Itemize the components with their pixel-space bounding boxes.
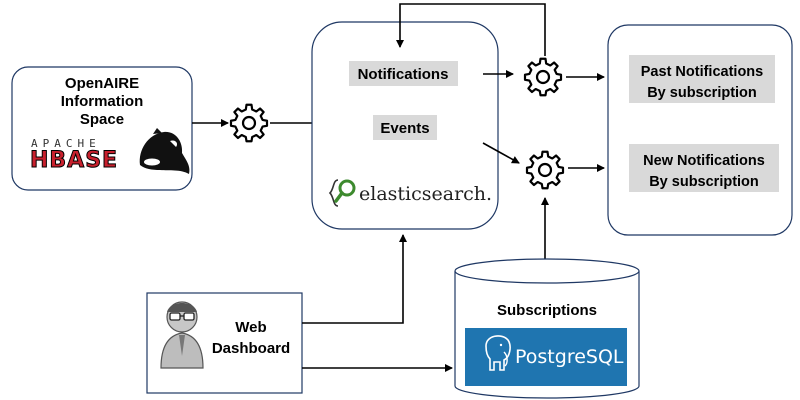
notifications-label-bg xyxy=(349,61,458,86)
events-label: Events xyxy=(380,120,429,137)
new-notifications-line1: New Notifications xyxy=(643,153,765,169)
events-label-bg xyxy=(373,115,437,140)
user-avatar-icon xyxy=(160,301,204,369)
arrow-loop-to-notifications xyxy=(396,3,546,56)
elasticsearch-text: elasticsearch. xyxy=(359,183,492,205)
magnifier-icon xyxy=(334,179,356,203)
gear-icon xyxy=(229,103,269,143)
openaire-label-line1: OpenAIRE xyxy=(65,75,139,92)
gear-icon xyxy=(525,150,565,190)
new-notifications-line2: By subscription xyxy=(649,174,759,190)
arrow-dashboard-to-broker xyxy=(302,234,407,324)
past-notifications-bg xyxy=(629,55,775,103)
gear-icon xyxy=(523,57,563,97)
dashboard-label-line2: Dashboard xyxy=(212,340,290,357)
new-notifications-bg xyxy=(629,144,779,192)
elephant-icon xyxy=(485,335,511,371)
orca-icon xyxy=(139,128,190,174)
past-notifications-line1: Past Notifications xyxy=(641,64,763,80)
arrow-events-to-gear3 xyxy=(482,142,520,164)
elasticsearch-logo: elasticsearch. xyxy=(328,179,492,207)
notifications-label: Notifications xyxy=(358,66,449,83)
dashboard-label-line1: Web xyxy=(235,319,266,336)
hbase-apache-text: APACHE xyxy=(31,137,101,150)
hbase-logo: APACHE HBASE xyxy=(30,128,190,174)
hbase-name-text: HBASE xyxy=(30,148,118,173)
subscriptions-label: Subscriptions xyxy=(497,302,597,319)
past-notifications-line2: By subscription xyxy=(647,85,757,101)
postgres-text: PostgreSQL xyxy=(515,346,624,368)
openaire-label-line2: Information xyxy=(61,93,144,110)
openaire-label-line3: Space xyxy=(80,111,124,128)
brace-icon xyxy=(328,179,339,207)
